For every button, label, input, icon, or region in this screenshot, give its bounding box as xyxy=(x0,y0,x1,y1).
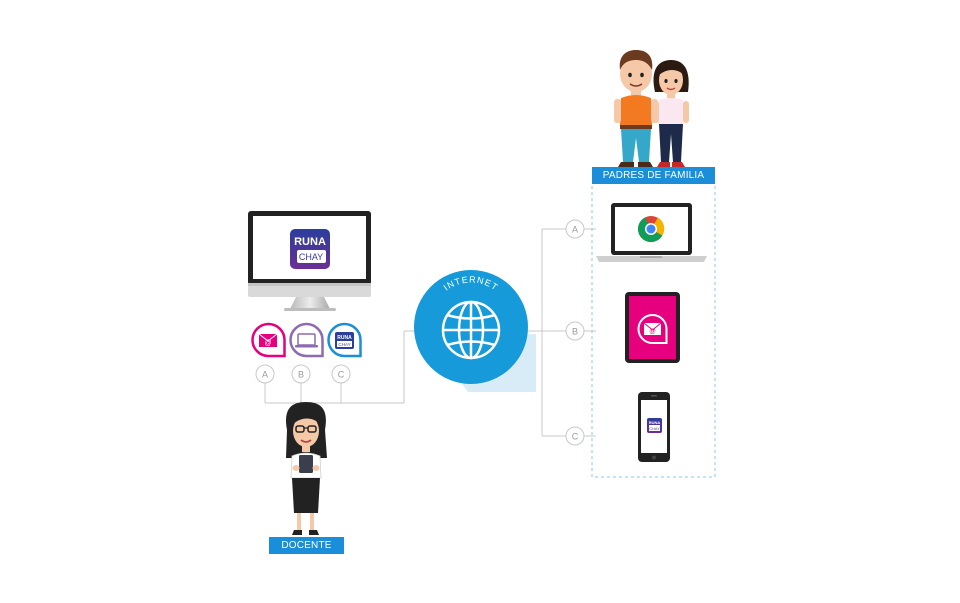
teacher-option-c-label: C xyxy=(338,370,345,380)
svg-text:@: @ xyxy=(264,340,271,347)
runachay-logo-icon: RUNA CHAY xyxy=(290,229,330,269)
parents-label: PADRES DE FAMILIA xyxy=(592,167,715,184)
teacher-option-c: C xyxy=(331,364,351,384)
parent-phone: RUNA CHAY xyxy=(638,392,670,462)
teacher-figure xyxy=(286,402,327,535)
mother-figure xyxy=(653,60,689,167)
parent-laptop xyxy=(596,203,707,262)
teacher-option-b: B xyxy=(291,364,311,384)
envelope-at-icon: @ xyxy=(637,314,668,344)
father-figure xyxy=(614,50,658,167)
teacher-option-a: A xyxy=(255,364,275,384)
parent-tablet: @ xyxy=(625,292,680,363)
logo-line2: CHAY xyxy=(299,252,323,262)
parent-option-a: A xyxy=(565,219,585,239)
envelope-at-icon: @ xyxy=(251,322,286,358)
parent-option-c: C xyxy=(565,426,585,446)
runachay-small-logo-icon: RUNA CHAY xyxy=(327,322,362,358)
logo-line1: RUNA xyxy=(294,236,326,248)
teacher-label: DOCENTE xyxy=(269,537,344,554)
chrome-icon xyxy=(637,216,665,243)
parent-option-c-label: C xyxy=(572,432,579,442)
phone-logo-line2: CHAY xyxy=(649,427,660,431)
parent-option-a-label: A xyxy=(572,225,578,235)
parents-figure xyxy=(614,50,689,167)
small-logo-line2: CHAY xyxy=(338,342,350,347)
phone-logo-line1: RUNA xyxy=(649,420,661,425)
internet-node: INTERNET xyxy=(414,270,536,392)
small-logo-line1: RUNA xyxy=(337,335,352,341)
parent-option-b-label: B xyxy=(572,327,578,337)
connector-lines xyxy=(264,228,596,437)
teacher-option-a-label: A xyxy=(262,370,268,380)
laptop-icon xyxy=(289,322,324,358)
parent-option-b: B xyxy=(565,321,585,341)
svg-text:@: @ xyxy=(649,328,656,335)
globe-icon xyxy=(441,300,501,360)
runachay-logo-icon: RUNA CHAY xyxy=(647,418,662,433)
teacher-option-b-label: B xyxy=(298,370,304,380)
